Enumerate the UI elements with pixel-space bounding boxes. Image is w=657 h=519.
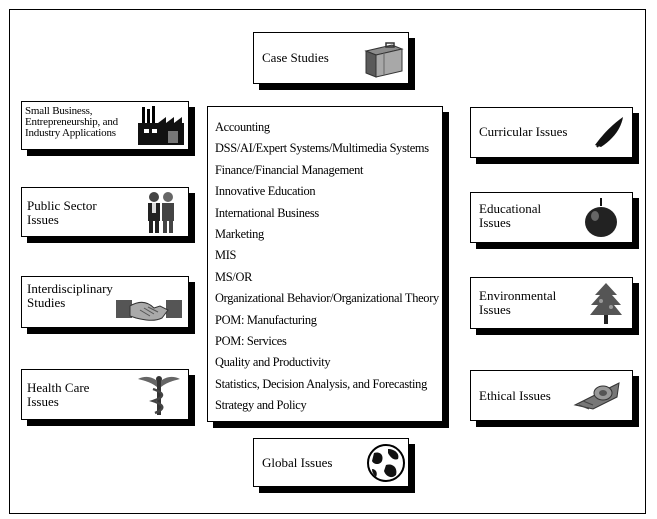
graduation-cap-icon — [595, 117, 623, 148]
globe-icon — [367, 444, 405, 482]
topic-label: Small Business, Entrepreneurship, and In… — [25, 105, 118, 139]
factory-icon — [138, 106, 184, 145]
list-item: Strategy and Policy — [215, 398, 307, 413]
topic-environmental: Environmental Issues — [470, 277, 633, 329]
list-item: MS/OR — [215, 269, 253, 284]
topic-label: Curricular Issues — [479, 124, 568, 139]
topic-label: Global Issues — [262, 455, 333, 470]
topic-health-care: Health Care Issues — [21, 369, 189, 420]
topic-label: Health Care Issues — [27, 380, 90, 409]
list-item: Marketing — [215, 227, 264, 242]
list-item: MIS — [215, 248, 237, 263]
list-item: Accounting — [215, 120, 270, 134]
people-icon — [148, 192, 174, 233]
topic-ethical: Ethical Issues — [470, 370, 633, 421]
topic-public-sector: Public Sector Issues — [21, 187, 189, 237]
scales-icon — [573, 382, 620, 410]
topic-label: Case Studies — [262, 50, 329, 65]
tree-icon — [590, 283, 622, 324]
briefcase-icon — [364, 42, 404, 78]
apple-icon — [585, 198, 617, 237]
topic-label: Interdisciplinary Studies — [27, 281, 113, 310]
topic-label: Educational Issues — [479, 201, 542, 230]
list-item: DSS/AI/Expert Systems/Multimedia Systems — [215, 141, 429, 156]
list-item: International Business — [215, 205, 319, 220]
topic-label: Environmental Issues — [479, 288, 557, 317]
topic-small-business: Small Business, Entrepreneurship, and In… — [21, 101, 189, 150]
topic-label: Public Sector Issues — [27, 198, 97, 227]
topic-curricular: Curricular Issues — [470, 107, 633, 158]
subject-areas-list: Accounting DSS/AI/Expert Systems/Multime… — [207, 106, 443, 422]
list-item: Finance/Financial Management — [215, 162, 364, 177]
list-item: Statistics, Decision Analysis, and Forec… — [215, 376, 427, 391]
topic-educational: Educational Issues — [470, 192, 633, 243]
topic-global: Global Issues — [253, 438, 409, 487]
list-item: POM: Manufacturing — [215, 312, 317, 327]
topic-label: Ethical Issues — [479, 388, 551, 403]
list-item: Innovative Education — [215, 184, 316, 199]
list-item: Organizational Behavior/Organizational T… — [215, 291, 439, 306]
list-item: Quality and Productivity — [215, 355, 331, 370]
caduceus-icon — [138, 376, 180, 415]
handshake-icon — [116, 300, 182, 321]
list-item: POM: Services — [215, 334, 287, 349]
topic-interdisciplinary: Interdisciplinary Studies — [21, 276, 189, 328]
topic-case-studies: Case Studies — [253, 32, 409, 84]
